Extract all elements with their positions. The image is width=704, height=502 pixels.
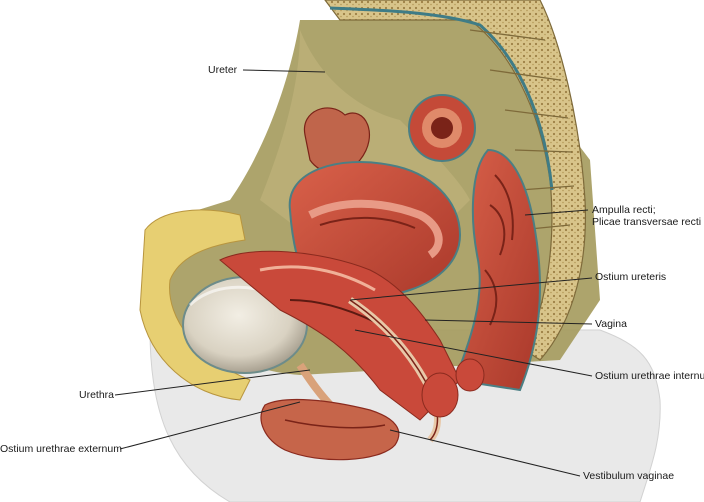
label-ureter: Ureter	[208, 64, 238, 76]
pubic-fat	[139, 209, 251, 401]
label-ostium-urethrae-externum: Ostium urethrae externum	[0, 443, 122, 455]
label-ostium-ureteris: Ostium ureteris	[595, 271, 667, 283]
body-silhouette	[149, 329, 661, 502]
label-vagina: Vagina	[595, 318, 627, 330]
label-ampulla-recti: Ampulla recti;	[592, 204, 656, 216]
vestibule	[260, 398, 400, 461]
label-plicae-transversae-recti: Plicae transversae recti	[592, 216, 702, 228]
leader-lines	[114, 69, 593, 477]
rectum	[453, 148, 541, 392]
label-vestibulum-vaginae: Vestibulum vaginae	[583, 470, 675, 482]
vaginal-wall	[219, 250, 461, 421]
label-urethra: Urethra	[79, 389, 115, 401]
label-ostium-urethrae-internum: Ostium urethrae internum	[595, 370, 704, 382]
